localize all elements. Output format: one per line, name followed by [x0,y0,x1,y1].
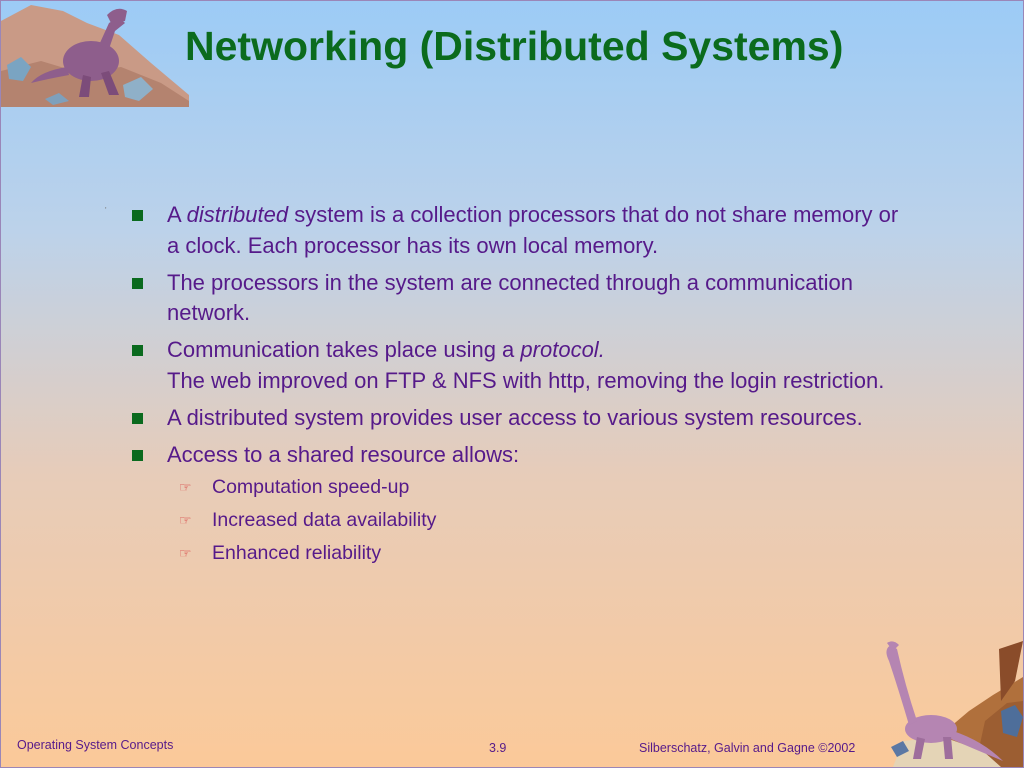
square-bullet-icon [132,277,143,289]
footer-course-title: Operating System Concepts [17,738,174,752]
bullet-item: Access to a shared resource allows: [129,440,909,471]
pointing-hand-icon: ☞ [179,479,192,495]
dinosaur-brontosaurus-icon [886,641,1023,767]
bullet-item: A distributed system is a collection pro… [129,200,909,261]
pointing-hand-icon: ☞ [179,545,192,561]
bullet-item: A distributed system provides user acces… [129,403,909,434]
square-bullet-icon [132,210,143,221]
dinosaur-trex-icon [1,5,189,107]
slide-title: Networking (Distributed Systems) [185,23,844,69]
sub-bullet-item: ☞ Enhanced reliability [129,540,909,567]
footer-copyright: Silberschatz, Galvin and Gagne ©2002 [639,741,856,755]
pointing-hand-icon: ☞ [179,512,192,528]
square-bullet-icon [132,345,143,356]
emphasis-distributed: distributed [186,202,289,227]
stray-mark: ' [105,206,107,215]
square-bullet-icon [132,449,143,461]
sub-bullet-item: ☞ Computation speed-up [129,474,909,501]
bullet-list: A distributed system is a collection pro… [129,200,909,573]
sub-bullet-item: ☞ Increased data availability [129,507,909,534]
emphasis-protocol: protocol. [520,337,605,362]
bullet-item: Communication takes place using a protoc… [129,335,909,396]
bullet-item: The processors in the system are connect… [129,268,909,329]
footer-page-number: 3.9 [489,741,507,755]
square-bullet-icon [132,412,143,424]
